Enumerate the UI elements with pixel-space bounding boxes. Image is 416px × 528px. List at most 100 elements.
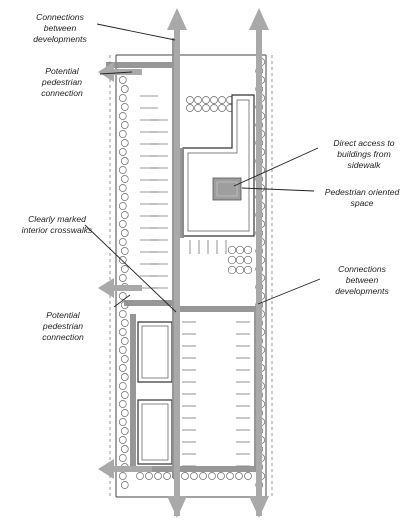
tree-icon (120, 211, 129, 219)
tree-icon (181, 472, 189, 480)
label-crosswalks-2: interior crosswalks (22, 225, 93, 235)
tree-icon (118, 400, 127, 408)
tree-icon (118, 472, 127, 480)
tree-icon (120, 427, 129, 435)
lower-buildings (137, 321, 173, 465)
tree-icon (199, 472, 207, 480)
tree-icon (120, 103, 129, 111)
tree-icon (118, 256, 127, 264)
tree-icon (202, 96, 210, 104)
label-potential-bot-1: Potential (46, 310, 81, 320)
tree-icon (120, 319, 129, 327)
tree-icon (227, 245, 237, 255)
tree-icon (210, 96, 218, 104)
tree-icon (243, 265, 253, 275)
tree-icon (208, 472, 216, 480)
tree-icon (244, 472, 252, 480)
tree-icon (226, 472, 234, 480)
tree-icon (186, 96, 194, 104)
label-potential-top-1: Potential (45, 66, 80, 76)
tree-icon (118, 418, 127, 426)
tree-icon (120, 175, 129, 183)
tree-icon (218, 104, 226, 112)
label-potential-bot-3: connection (42, 332, 84, 342)
up-down-arrow-icon (249, 8, 269, 518)
tree-icon (120, 157, 129, 165)
upper-building (182, 94, 255, 237)
tree-icon (118, 436, 127, 444)
label-ped-space-2: space (351, 198, 374, 208)
tree-icon (120, 409, 129, 417)
tree-icon (120, 121, 129, 129)
tree-icon (235, 265, 245, 275)
tree-icon (118, 454, 127, 462)
tree-icon (145, 472, 153, 480)
tree-icon (118, 220, 127, 228)
tree-icon (120, 265, 129, 273)
tree-icon (118, 292, 127, 300)
label-crosswalks-1: Clearly marked (28, 214, 86, 224)
tree-icon (118, 76, 127, 84)
label-direct-access-1: Direct access to (333, 138, 394, 148)
label-connections-mid-2: between (346, 275, 379, 285)
left-arrow-icon (98, 278, 142, 298)
tree-icon (118, 112, 127, 120)
label-potential-top-2: pedestrian (41, 77, 82, 87)
tree-icon (120, 337, 129, 345)
tree-icon (235, 245, 245, 255)
tree-icon (163, 472, 171, 480)
up-down-arrow-icon (167, 8, 187, 518)
tree-icon (210, 104, 218, 112)
tree-icon (118, 274, 127, 282)
tree-icon (194, 96, 202, 104)
pedestrian-plaza (212, 177, 242, 201)
tree-icon (136, 472, 144, 480)
tree-icon (202, 104, 210, 112)
tree-icon (120, 391, 129, 399)
tree-icon (118, 328, 127, 336)
label-connections-mid-3: developments (335, 286, 389, 296)
label-connections-top-3: developments (33, 34, 87, 44)
label-connections-top-1: Connections (36, 12, 84, 22)
tree-icon (190, 472, 198, 480)
tree-icon (120, 247, 129, 255)
tree-icon (120, 373, 129, 381)
tree-icon (120, 139, 129, 147)
tree-icon (118, 346, 127, 354)
tree-icon (243, 255, 253, 265)
tree-icon (120, 229, 129, 237)
label-direct-access-3: sidewalk (348, 160, 382, 170)
label-potential-bot-2: pedestrian (42, 321, 83, 331)
tree-icon (118, 238, 127, 246)
tree-icon (186, 104, 194, 112)
label-direct-access-2: buildings from (337, 149, 391, 159)
tree-icon (227, 265, 237, 275)
annotations: Connections between developments Potenti… (22, 12, 400, 342)
tree-icon (118, 166, 127, 174)
tree-icon (118, 382, 127, 390)
tree-icon (227, 255, 237, 265)
tree-icon (235, 472, 243, 480)
label-connections-top-2: between (44, 23, 77, 33)
tree-icon (118, 130, 127, 138)
tree-icon (218, 96, 226, 104)
tree-icon (217, 472, 225, 480)
tree-icon (120, 193, 129, 201)
tree-icon (194, 104, 202, 112)
label-ped-space-1: Pedestrian oriented (325, 187, 400, 197)
tree-icon (120, 445, 129, 453)
tree-icon (118, 94, 127, 102)
tree-icon (118, 148, 127, 156)
leader-lines (84, 23, 321, 313)
tree-icon (118, 202, 127, 210)
tree-icon (118, 310, 127, 318)
left-arrow-icon (98, 459, 152, 479)
tree-icon (120, 481, 129, 489)
parking-stalls (140, 95, 250, 467)
site-boundary (109, 54, 273, 498)
tree-icon (120, 85, 129, 93)
tree-icon (243, 245, 253, 255)
tree-icon (118, 184, 127, 192)
tree-icon (235, 255, 245, 265)
